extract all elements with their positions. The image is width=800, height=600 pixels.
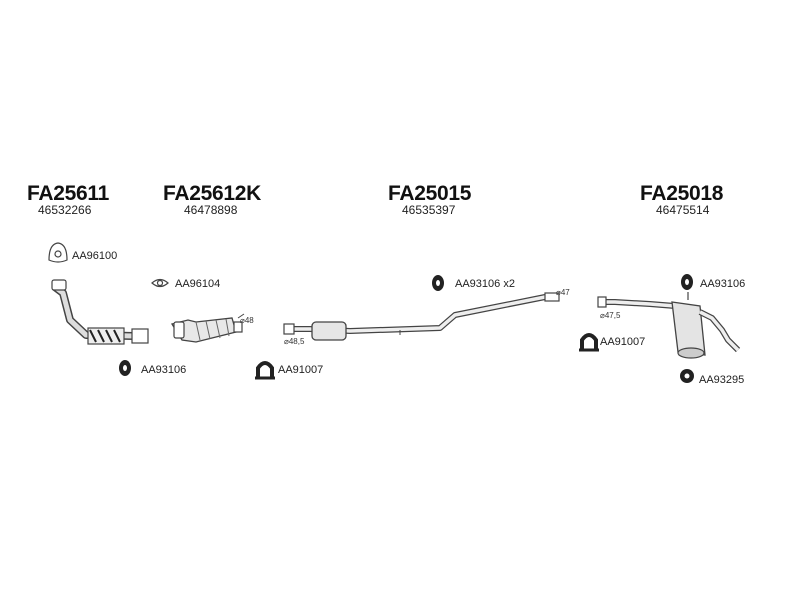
diameter-47-5: ⌀47,5 — [600, 311, 621, 320]
middle-pipe-fa25015 — [283, 292, 560, 341]
group-code-fa25015: FA25015 — [388, 182, 472, 205]
gasket-aa96100-icon — [48, 242, 68, 263]
group-code-fa25018: FA25018 — [640, 182, 724, 205]
group-oem-fa25018: 46475514 — [656, 203, 710, 217]
catalytic-converter-fa25612k — [170, 313, 245, 343]
gasket-aa96104-icon — [151, 278, 169, 288]
group-code-fa25612k: FA25612K — [163, 182, 261, 205]
group-code-fa25611: FA25611 — [27, 182, 109, 205]
diameter-48-5: ⌀48,5 — [284, 337, 305, 346]
label-aa93295: AA93295 — [699, 374, 745, 386]
rubber-ring-aa93106-left-icon — [119, 360, 131, 376]
label-aa93106-x2: AA93106 x2 — [455, 278, 515, 290]
rubber-ring-aa93106-x2-icon — [432, 275, 444, 291]
clamp-aa91007-left-icon — [255, 361, 275, 380]
group-oem-fa25015: 46535397 — [402, 203, 456, 217]
front-pipe-fa25611 — [51, 279, 149, 345]
label-aa91007-right: AA91007 — [600, 336, 646, 348]
rubber-ring-aa93106-right-icon — [681, 274, 693, 290]
diameter-47: ⌀47 — [556, 288, 570, 297]
group-oem-fa25612k: 46478898 — [184, 203, 238, 217]
label-aa96104: AA96104 — [175, 278, 221, 290]
label-aa96100: AA96100 — [72, 250, 118, 262]
label-aa93106-right: AA93106 — [700, 278, 746, 290]
clamp-aa91007-right-icon — [579, 333, 599, 352]
label-aa91007-left: AA91007 — [278, 364, 324, 376]
rubber-mount-aa93295-icon — [680, 369, 694, 383]
rear-muffler-fa25018 — [597, 292, 741, 359]
diameter-48: ⌀48 — [240, 316, 254, 325]
label-aa93106-left: AA93106 — [141, 364, 187, 376]
group-oem-fa25611: 46532266 — [38, 203, 92, 217]
